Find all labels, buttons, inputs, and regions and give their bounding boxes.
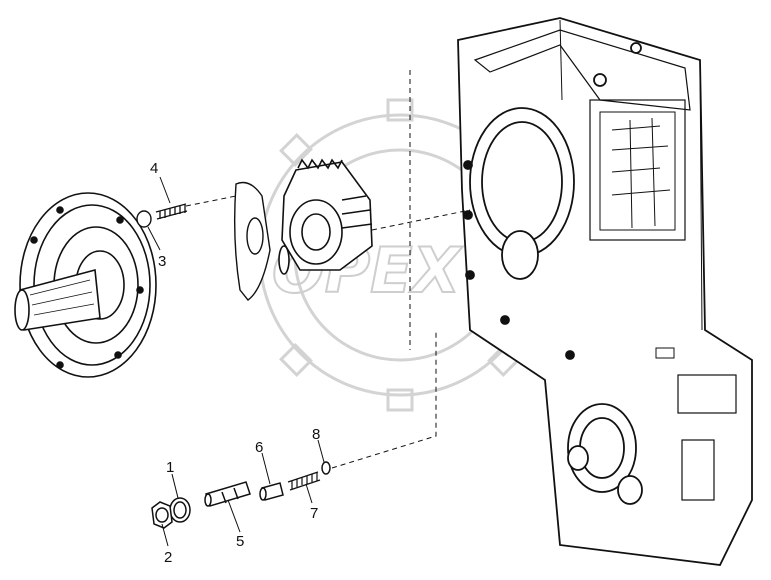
pump-body-gear: [278, 158, 373, 275]
part-1-o-ring: [169, 497, 191, 523]
callout-7: 7: [310, 505, 318, 522]
part-6-sleeve: [259, 482, 284, 501]
callout-3: 3: [158, 253, 166, 270]
part-5-valve-spool: [204, 481, 251, 507]
callout-4: 4: [150, 160, 158, 177]
part-7-spring: [287, 471, 321, 491]
transmission-housing: [457, 17, 753, 566]
leader-lines: [147, 176, 325, 547]
callout-6: 6: [255, 439, 263, 456]
part-2-plug-nut: [151, 501, 173, 529]
callout-1: 1: [166, 459, 174, 476]
part-3-plug: [136, 210, 152, 228]
callout-5: 5: [236, 533, 244, 550]
part-4-spring: [155, 203, 188, 220]
gasket-plate: [233, 181, 271, 301]
pump-cover-with-shaft: [14, 192, 157, 378]
callout-labels: 4 3 1 2 5 6 8 7: [150, 160, 320, 566]
callout-8: 8: [312, 426, 320, 443]
part-8-washer: [321, 461, 331, 475]
callout-2: 2: [164, 549, 172, 566]
assembly-lines: [185, 70, 471, 469]
